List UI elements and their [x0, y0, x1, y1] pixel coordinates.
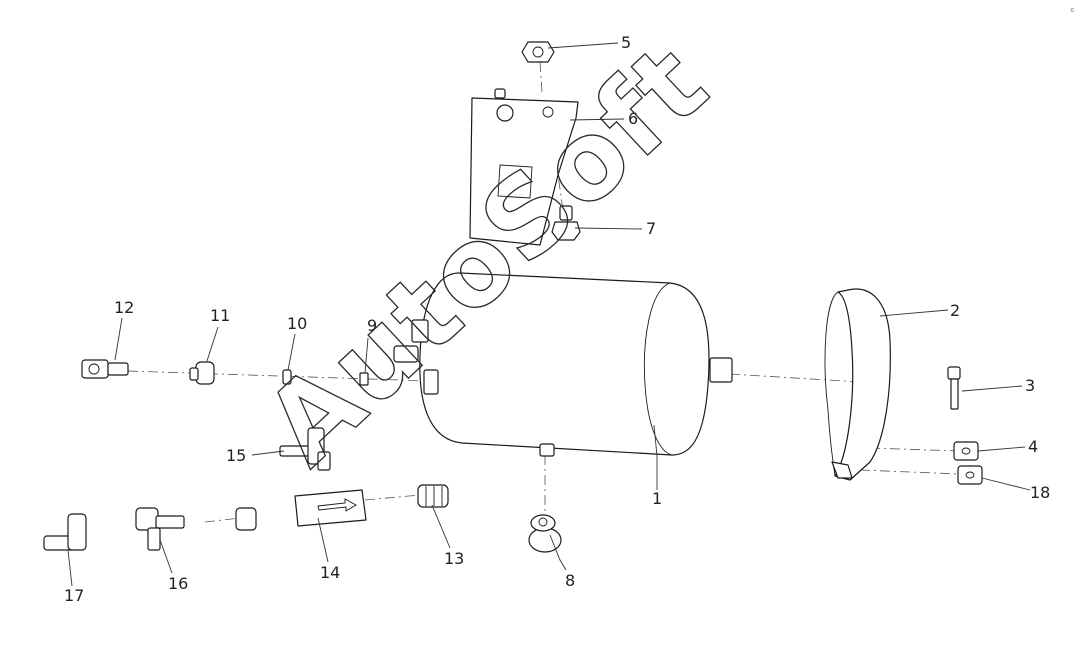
callout-10: 10 [287, 314, 307, 333]
coupling-13 [417, 484, 449, 508]
tee-fitting-15 [279, 427, 331, 471]
callout-12: 12 [114, 298, 134, 317]
callout-leaders [67, 42, 1031, 587]
callout-6: 6 [628, 109, 638, 128]
callout-4: 4 [1028, 437, 1038, 456]
callout-9: 9 [367, 316, 377, 335]
callout-16: 16 [168, 574, 188, 593]
callout-2: 2 [950, 301, 960, 320]
callout-5: 5 [621, 33, 631, 52]
union-11 [189, 361, 215, 385]
connector-12 [81, 359, 129, 379]
callout-18: 18 [1030, 483, 1050, 502]
callout-3: 3 [1025, 376, 1035, 395]
fitting-9 [359, 345, 419, 386]
strap-nut-18 [957, 465, 983, 485]
drain-valve [528, 514, 562, 553]
tank-bracket [469, 88, 579, 246]
check-valve [294, 489, 367, 527]
callout-14: 14 [320, 563, 340, 582]
sleeve [235, 507, 257, 531]
callout-17: 17 [64, 586, 84, 605]
callout-labels: 1 2 3 4 5 6 7 8 9 10 11 12 13 14 15 16 1… [64, 33, 1050, 605]
strap-nut-4 [953, 441, 979, 461]
strap-bolt [947, 366, 961, 410]
air-tank [411, 272, 733, 457]
callout-8: 8 [565, 571, 575, 590]
callout-1: 1 [652, 489, 662, 508]
tee-fitting-16 [135, 507, 185, 551]
mounting-strap [824, 288, 891, 481]
corner-mark: © [1070, 7, 1075, 14]
nut [521, 41, 555, 63]
elbow-17 [43, 513, 87, 551]
callout-11: 11 [210, 306, 230, 325]
bracket-bolt [551, 205, 581, 241]
callout-15: 15 [226, 446, 246, 465]
washer-10 [282, 369, 292, 385]
callout-13: 13 [444, 549, 464, 568]
callout-7: 7 [646, 219, 656, 238]
